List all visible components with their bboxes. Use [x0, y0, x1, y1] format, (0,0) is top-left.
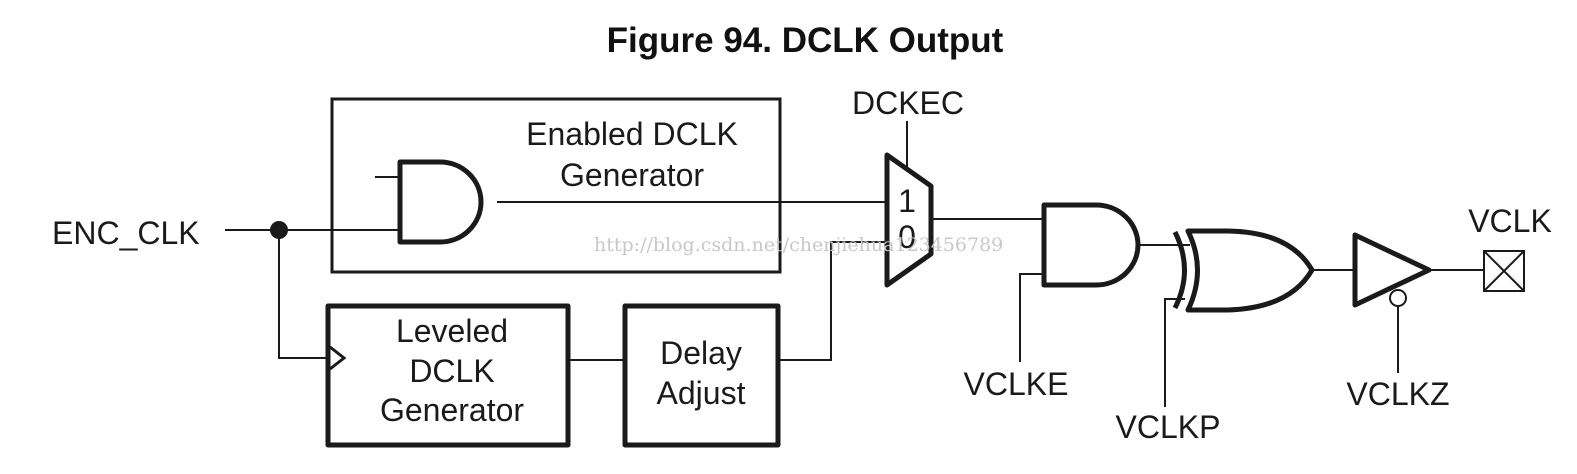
- leveled-dclk-generator-box: [325, 303, 571, 448]
- leveled-generator-line1: Leveled: [396, 313, 508, 349]
- delay-adjust-box: [622, 303, 781, 448]
- enc-clk-branch-wire: [278, 230, 328, 359]
- enabled-generator-line1: Enabled DCLK: [526, 116, 738, 152]
- and-gate-icon: [397, 159, 484, 245]
- inversion-bubble-icon: [1389, 289, 1407, 307]
- clock-input-triangle-icon: [329, 345, 347, 371]
- xor-gate-back-curve: [1172, 230, 1187, 310]
- output-pin-icon: [1483, 250, 1525, 292]
- figure-title: Figure 94. DCLK Output: [607, 21, 1004, 60]
- vclkp-wire: [1164, 298, 1185, 407]
- mux-input-1-label: 1: [898, 183, 916, 219]
- leveled-generator-line2: DCLK: [409, 353, 494, 389]
- watermark-text: http://blog.csdn.net/chenjiehua123456789: [594, 234, 1003, 256]
- delay-to-mux-wire: [778, 241, 885, 361]
- delay-adjust-line2: Adjust: [657, 375, 746, 411]
- enc-clk-label: ENC_CLK: [52, 215, 200, 251]
- vclkp-label: VCLKP: [1116, 409, 1221, 445]
- enabled-dclk-generator-box: [330, 97, 782, 274]
- dckec-label: DCKEC: [852, 85, 964, 121]
- xor-gate-icon: [1185, 228, 1315, 313]
- vclkz-label: VCLKZ: [1346, 376, 1449, 412]
- tristate-buffer-icon: [1352, 232, 1432, 308]
- vclke-wire: [1019, 273, 1044, 362]
- vclk-label: VCLK: [1468, 203, 1552, 239]
- mux-input-0-label: 0: [898, 219, 916, 255]
- enabled-generator-line2: Generator: [560, 157, 704, 193]
- and-gate-2-icon: [1041, 202, 1141, 288]
- leveled-generator-line3: Generator: [380, 392, 524, 428]
- vclke-label: VCLKE: [964, 366, 1069, 402]
- delay-adjust-line1: Delay: [660, 335, 742, 371]
- multiplexer-icon: [884, 152, 934, 288]
- pin-cross-2: [1483, 250, 1525, 292]
